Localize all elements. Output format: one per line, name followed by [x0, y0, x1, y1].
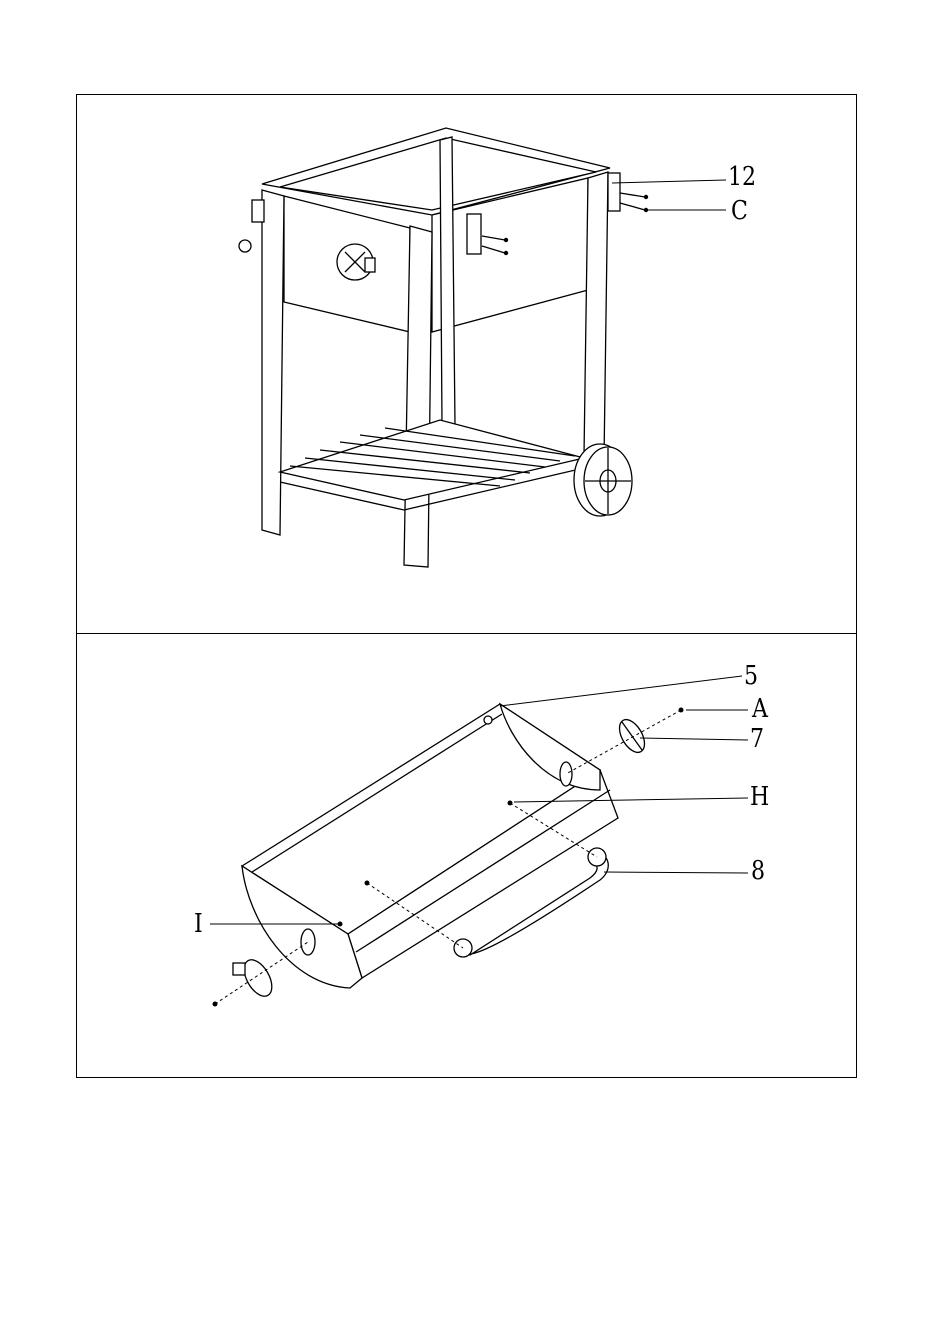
- screw-i: [338, 922, 343, 927]
- callout-c: C: [731, 198, 748, 224]
- leader-7: [640, 738, 748, 740]
- callout-12: 12: [728, 164, 756, 190]
- callout-a: A: [752, 696, 768, 722]
- leader-8: [604, 872, 748, 873]
- callout-i: I: [194, 911, 203, 937]
- cart-frame-drawing: [239, 128, 726, 567]
- side-bracket: [252, 200, 264, 222]
- callout-5: 5: [744, 663, 758, 689]
- side-knob: [239, 240, 251, 252]
- leg-back-left: [440, 137, 455, 425]
- bolt-top: [484, 716, 492, 724]
- leader-5: [500, 676, 742, 706]
- callout-h: H: [750, 784, 769, 810]
- leader-12: [612, 180, 726, 183]
- callout-8: 8: [751, 858, 765, 884]
- leg-back-right: [584, 172, 608, 460]
- wheel: [574, 444, 632, 516]
- leg-front-left: [262, 190, 284, 535]
- firebox-drawing: [210, 676, 748, 1007]
- callout-7: 7: [750, 726, 764, 752]
